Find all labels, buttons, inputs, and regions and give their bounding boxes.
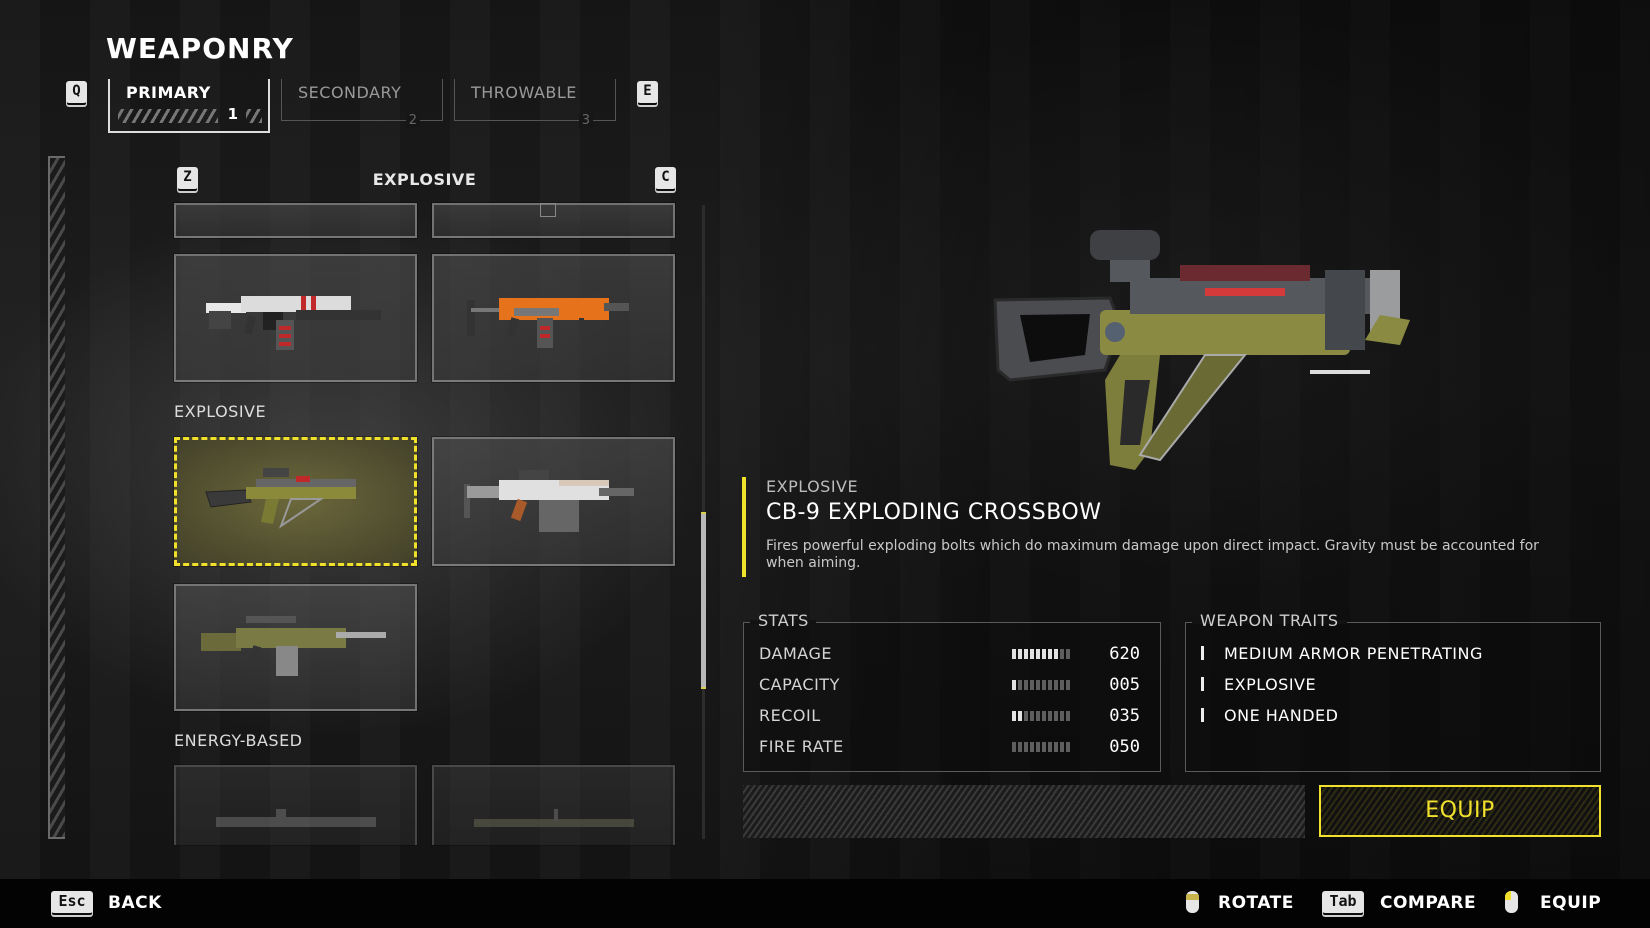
panel-title-gap — [1192, 620, 1347, 624]
traits-panel: WEAPON TRAITS MEDIUM ARMOR PENETRATING E… — [1185, 611, 1601, 772]
category-current: EXPLOSIVE — [372, 170, 477, 189]
stat-name: DAMAGE — [759, 644, 832, 663]
stat-row-fire-rate: FIRE RATE 050 — [759, 737, 1140, 759]
tab-secondary-number: 2 — [405, 113, 420, 128]
weapon-card-energy-2[interactable] — [431, 764, 676, 846]
tab-primary[interactable]: PRIMARY 1 — [108, 79, 270, 133]
tab-secondary[interactable]: SECONDARY 2 — [281, 79, 443, 128]
stat-row-capacity: CAPACITY 005 — [759, 675, 1140, 697]
left-rail-decoration — [48, 156, 65, 839]
tab-key[interactable]: Tab — [1322, 891, 1364, 913]
panel-title-gap — [750, 620, 816, 624]
section-label-explosive: EXPLOSIVE — [174, 402, 267, 421]
trait-item: ONE HANDED — [1201, 706, 1338, 728]
olive-rifle-icon — [200, 615, 386, 676]
stat-name: CAPACITY — [759, 675, 840, 694]
category-nav: Z EXPLOSIVE C — [174, 167, 676, 192]
tab-hatch — [118, 109, 218, 123]
detail-weapon-name: CB-9 EXPLODING CROSSBOW — [766, 500, 1102, 525]
footer-hints: Esc BACK ROTATE Tab COMPARE EQUIP — [0, 879, 1650, 928]
trait-pip-icon — [1201, 677, 1204, 691]
stat-value: 050 — [1109, 737, 1140, 757]
rotate-hint[interactable]: ROTATE — [1218, 893, 1294, 913]
orange-rifle-icon — [466, 298, 629, 348]
page-title: WEAPONRY — [106, 32, 294, 65]
trait-label: ONE HANDED — [1224, 706, 1339, 725]
esc-key[interactable]: Esc — [51, 891, 93, 913]
stats-panel: STATS DAMAGE 620 CAPACITY 005 RECOIL 035… — [743, 611, 1161, 772]
stat-bars — [1012, 680, 1070, 690]
detail-description: Fires powerful exploding bolts which do … — [766, 538, 1539, 571]
detail-accent-bar — [742, 477, 746, 577]
stat-name: FIRE RATE — [759, 737, 844, 756]
section-label-energy-based: ENERGY-BASED — [174, 731, 303, 750]
tab-secondary-label: SECONDARY — [298, 83, 402, 102]
detail-category: EXPLOSIVE — [766, 477, 859, 496]
next-tab-key[interactable]: E — [637, 81, 658, 103]
tab-hatch-end — [246, 109, 262, 123]
stat-value: 035 — [1109, 706, 1140, 726]
stat-name: RECOIL — [759, 706, 821, 725]
stat-value: 620 — [1109, 644, 1140, 664]
stat-row-recoil: RECOIL 035 — [759, 706, 1140, 728]
trait-item: MEDIUM ARMOR PENETRATING — [1201, 644, 1483, 666]
card-notch — [540, 203, 556, 217]
stat-bars — [1012, 742, 1070, 752]
next-category-key[interactable]: C — [655, 167, 676, 189]
weapon-card-olive-scoped-rifle[interactable] — [173, 583, 418, 712]
equip-button[interactable]: EQUIP — [1319, 785, 1601, 837]
list-scrollbar-thumb[interactable] — [701, 512, 706, 689]
equip-hint[interactable]: EQUIP — [1540, 893, 1602, 913]
mouse-rotate-icon — [1186, 891, 1199, 913]
trait-item: EXPLOSIVE — [1201, 675, 1316, 697]
tab-primary-number: 1 — [227, 105, 238, 123]
trait-pip-icon — [1201, 708, 1204, 722]
crossbow-icon — [204, 467, 356, 529]
weapon-card-white-launcher[interactable] — [431, 436, 676, 567]
prev-tab-key[interactable]: Q — [66, 81, 87, 103]
selected-weapon-preview[interactable] — [990, 230, 1430, 480]
stat-bars — [1012, 711, 1070, 721]
tab-throwable-label: THROWABLE — [471, 83, 577, 102]
tab-throwable[interactable]: THROWABLE 3 — [454, 79, 616, 128]
stat-bars — [1012, 649, 1070, 659]
hold-progress-bar — [743, 785, 1305, 838]
stats-title: STATS — [758, 611, 809, 630]
weapon-card-orange-rifle[interactable] — [431, 253, 676, 383]
weapon-card-white-red-rifle[interactable] — [173, 253, 418, 383]
trait-pip-icon — [1201, 646, 1204, 660]
weapon-card-energy-1[interactable] — [173, 764, 418, 846]
stat-row-damage: DAMAGE 620 — [759, 644, 1140, 666]
trait-label: MEDIUM ARMOR PENETRATING — [1224, 644, 1483, 663]
compare-hint[interactable]: COMPARE — [1380, 893, 1477, 913]
back-hint[interactable]: BACK — [108, 893, 162, 913]
white-rifle-icon — [205, 296, 381, 350]
energy-rifle-icon — [474, 809, 634, 827]
weapon-card-partial-right[interactable] — [431, 202, 676, 239]
prev-category-key[interactable]: Z — [177, 167, 198, 189]
weapon-card-partial-left[interactable] — [173, 202, 418, 239]
white-launcher-icon — [463, 469, 634, 532]
trait-label: EXPLOSIVE — [1224, 675, 1317, 694]
stat-value: 005 — [1109, 675, 1140, 695]
tab-primary-label: PRIMARY — [126, 83, 211, 102]
weapon-card-cb9-crossbow[interactable] — [173, 436, 418, 567]
energy-rifle-icon — [216, 809, 376, 827]
mouse-left-click-icon — [1505, 891, 1518, 913]
tab-throwable-number: 3 — [578, 113, 593, 128]
traits-title: WEAPON TRAITS — [1200, 611, 1339, 630]
